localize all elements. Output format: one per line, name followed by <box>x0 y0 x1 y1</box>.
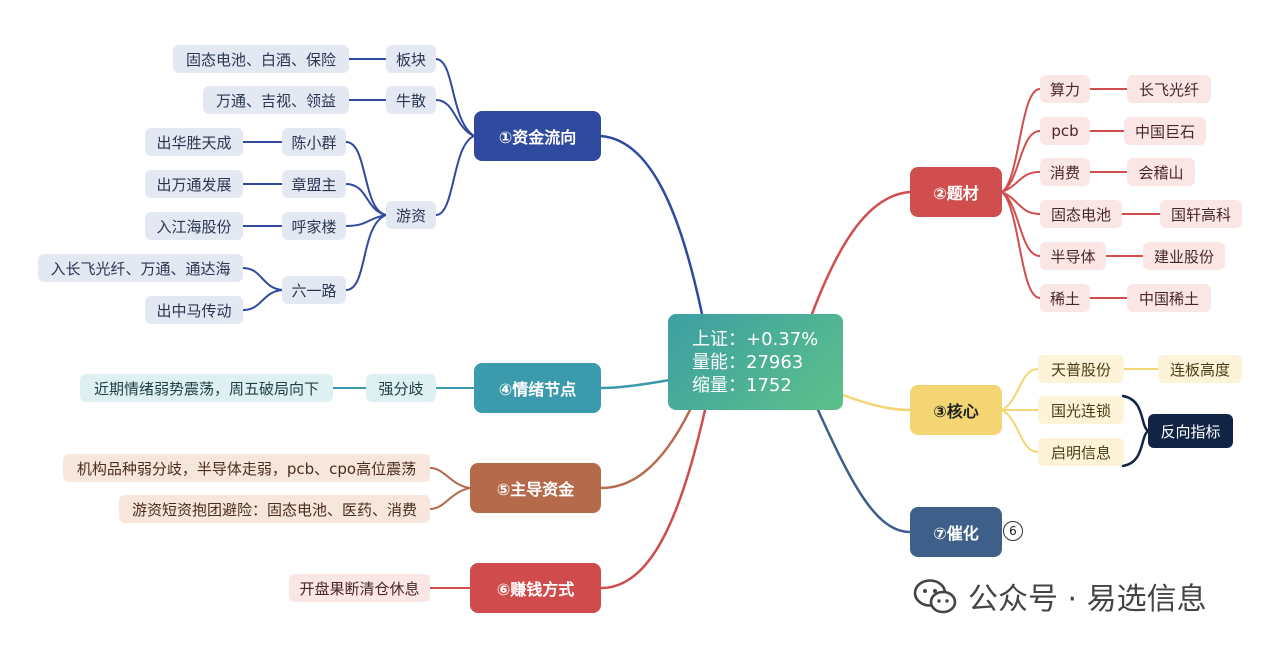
catalyst-count-badge[interactable]: 6 <box>1003 521 1023 541</box>
node-topic[interactable]: 稀土 <box>1040 284 1090 312</box>
node-retail[interactable]: 牛散 <box>386 86 436 114</box>
node-liuyilu-action[interactable]: 出中马传动 <box>145 296 243 324</box>
node-profit-detail[interactable]: 开盘果断清仓休息 <box>289 574 430 602</box>
node-tianpu[interactable]: 天普股份 <box>1038 355 1124 383</box>
node-topic-stock[interactable]: 会稽山 <box>1127 158 1195 186</box>
node-topic[interactable]: 消费 <box>1040 158 1090 186</box>
branch-core[interactable]: ③核心 <box>910 385 1002 435</box>
branch-catalyst[interactable]: ⑦催化 <box>910 507 1002 557</box>
node-tianpu-note[interactable]: 连板高度 <box>1158 355 1242 383</box>
wechat-icon <box>913 579 957 614</box>
node-liuyilu[interactable]: 六一路 <box>282 276 346 304</box>
node-topic-stock[interactable]: 建业股份 <box>1143 242 1225 270</box>
node-trader-action[interactable]: 出万通发展 <box>145 170 243 198</box>
node-topic[interactable]: 算力 <box>1040 75 1090 103</box>
node-trader[interactable]: 陈小群 <box>282 128 346 156</box>
center-line-1: 上证：+0.37% <box>692 328 819 350</box>
node-topic[interactable]: pcb <box>1040 117 1090 145</box>
node-sector[interactable]: 板块 <box>386 45 436 73</box>
node-topic-stock[interactable]: 中国巨石 <box>1124 117 1206 145</box>
branch-theme[interactable]: ②题材 <box>910 167 1002 217</box>
node-topic[interactable]: 固态电池 <box>1040 200 1122 228</box>
center-summary[interactable]: 上证：+0.37% 量能：27963 缩量：1752 <box>668 314 843 410</box>
node-topic-stock[interactable]: 国轩高科 <box>1160 200 1242 228</box>
node-topic-stock[interactable]: 长飞光纤 <box>1127 75 1211 103</box>
node-sector-items[interactable]: 固态电池、白酒、保险 <box>173 45 349 73</box>
node-strong-divergence[interactable]: 强分歧 <box>366 374 436 402</box>
node-qiming[interactable]: 启明信息 <box>1038 438 1124 466</box>
node-reverse-indicator[interactable]: 反向指标 <box>1148 414 1233 448</box>
node-liuyilu-action[interactable]: 入长飞光纤、万通、通达海 <box>38 254 243 282</box>
branch-profit-method[interactable]: ⑥赚钱方式 <box>470 563 601 613</box>
node-guoguang[interactable]: 国光连锁 <box>1038 396 1124 424</box>
node-trader-action[interactable]: 出华胜天成 <box>145 128 243 156</box>
node-topic[interactable]: 半导体 <box>1040 242 1106 270</box>
watermark: 公众号 · 易选信息 <box>912 574 1207 618</box>
node-hot-money[interactable]: 游资 <box>386 201 436 229</box>
watermark-text: 公众号 · 易选信息 <box>968 582 1207 617</box>
center-line-3: 缩量：1752 <box>692 374 792 396</box>
node-trader[interactable]: 呼家楼 <box>282 212 346 240</box>
branch-sentiment[interactable]: ④情绪节点 <box>474 363 601 413</box>
node-trader[interactable]: 章盟主 <box>282 170 346 198</box>
node-trader-action[interactable]: 入江海股份 <box>145 212 243 240</box>
branch-capital-flow[interactable]: ①资金流向 <box>474 111 601 161</box>
node-capital-detail[interactable]: 游资短资抱团避险：固态电池、医药、消费 <box>119 495 430 523</box>
branch-main-capital[interactable]: ⑤主导资金 <box>470 463 601 513</box>
node-capital-detail[interactable]: 机构品种弱分歧，半导体走弱，pcb、cpo高位震荡 <box>63 454 430 482</box>
node-sentiment-detail[interactable]: 近期情绪弱势震荡，周五破局向下 <box>80 374 333 402</box>
center-line-2: 量能：27963 <box>692 351 804 373</box>
node-topic-stock[interactable]: 中国稀土 <box>1127 284 1211 312</box>
node-retail-items[interactable]: 万通、吉视、领益 <box>203 86 349 114</box>
